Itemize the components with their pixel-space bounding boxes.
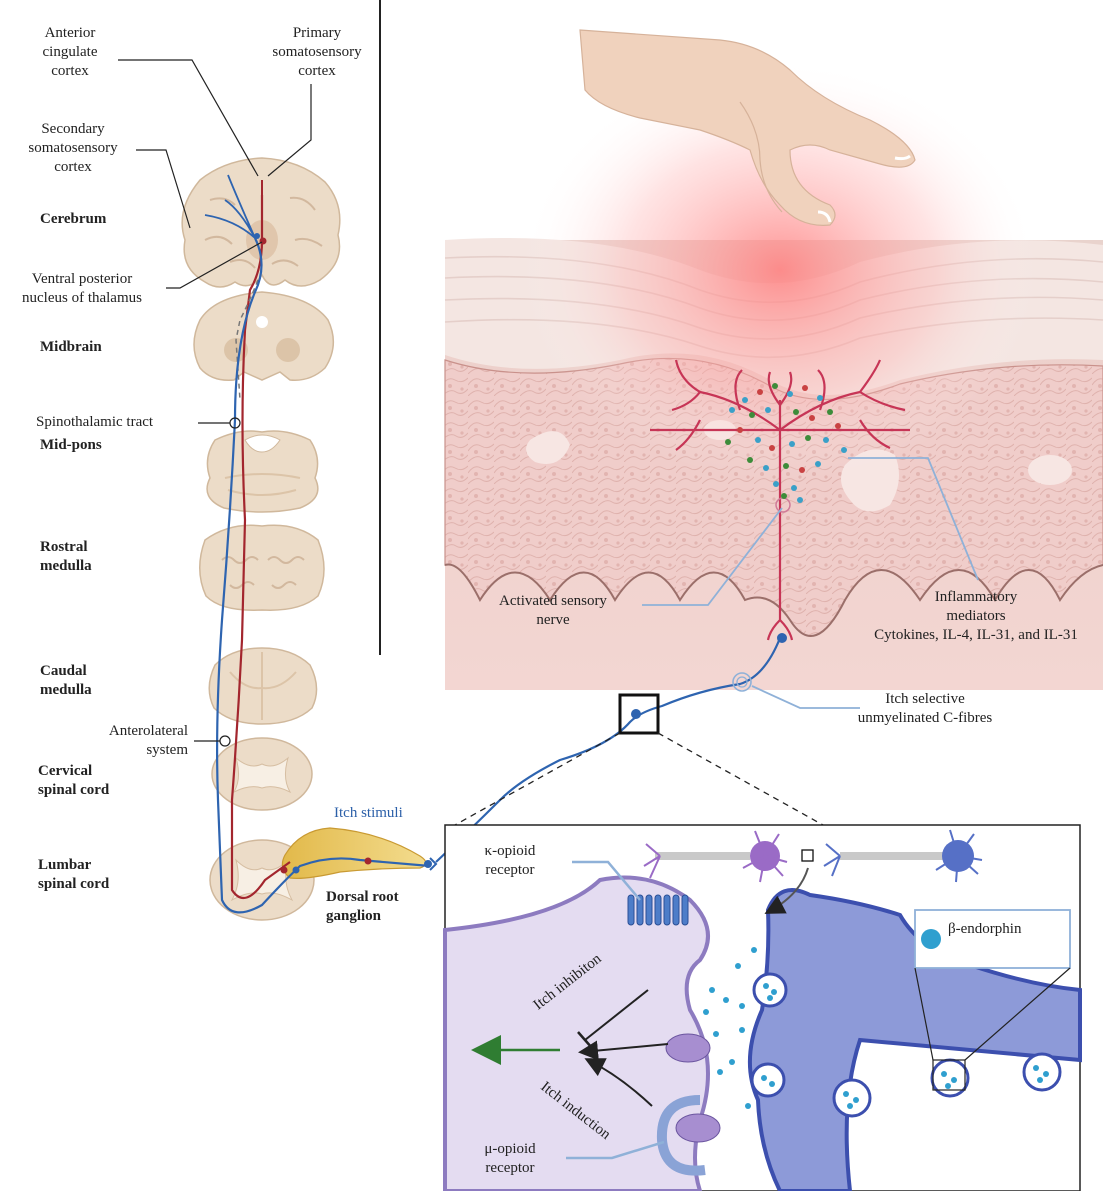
label-itch-stimuli: Itch stimuli [334,804,403,823]
label-anterior-cingulate-cortex: Anterior cingulate cortex [28,24,112,81]
label-beta-endorphin: β-endorphin [948,920,1021,939]
label-midbrain: Midbrain [40,338,102,357]
midbrain-section [194,292,333,380]
rostral-medulla-section [200,525,324,610]
label-caudal-medulla: Caudal medulla [40,662,92,700]
label-spinothalamic-tract: Spinothalamic tract [36,413,153,432]
label-anterolateral-system: Anterolateral system [96,722,188,760]
label-ventral-posterior-nucleus: Ventral posterior nucleus of thalamus [2,270,162,308]
label-cerebrum: Cerebrum [40,210,106,229]
label-primary-somatosensory-cortex: Primary somatosensory cortex [262,24,372,81]
label-lumbar-spinal-cord: Lumbar spinal cord [38,856,109,894]
caudal-medulla-section [209,648,316,724]
mid-pons-section [207,431,318,512]
label-activated-sensory-nerve: Activated sensory nerve [478,592,628,630]
label-kappa-opioid-receptor: κ-opioid receptor [460,842,560,880]
label-secondary-somatosensory-cortex: Secondary somatosensory cortex [18,120,128,177]
label-inflammatory-mediators: Inflammatory mediators Cytokines, IL-4, … [850,588,1102,645]
cervical-spinal-cord-section [212,738,312,810]
label-cervical-spinal-cord: Cervical spinal cord [38,762,109,800]
label-itch-selective-c-fibres: Itch selective unmyelinated C-fibres [830,690,1020,728]
label-rostral-medulla: Rostral medulla [40,538,92,576]
dorsal-root-ganglion-shape [282,828,426,878]
label-dorsal-root-ganglion: Dorsal root ganglion [326,888,399,926]
label-mid-pons: Mid-pons [40,436,102,455]
label-mu-opioid-receptor: μ-opioid receptor [460,1140,560,1178]
